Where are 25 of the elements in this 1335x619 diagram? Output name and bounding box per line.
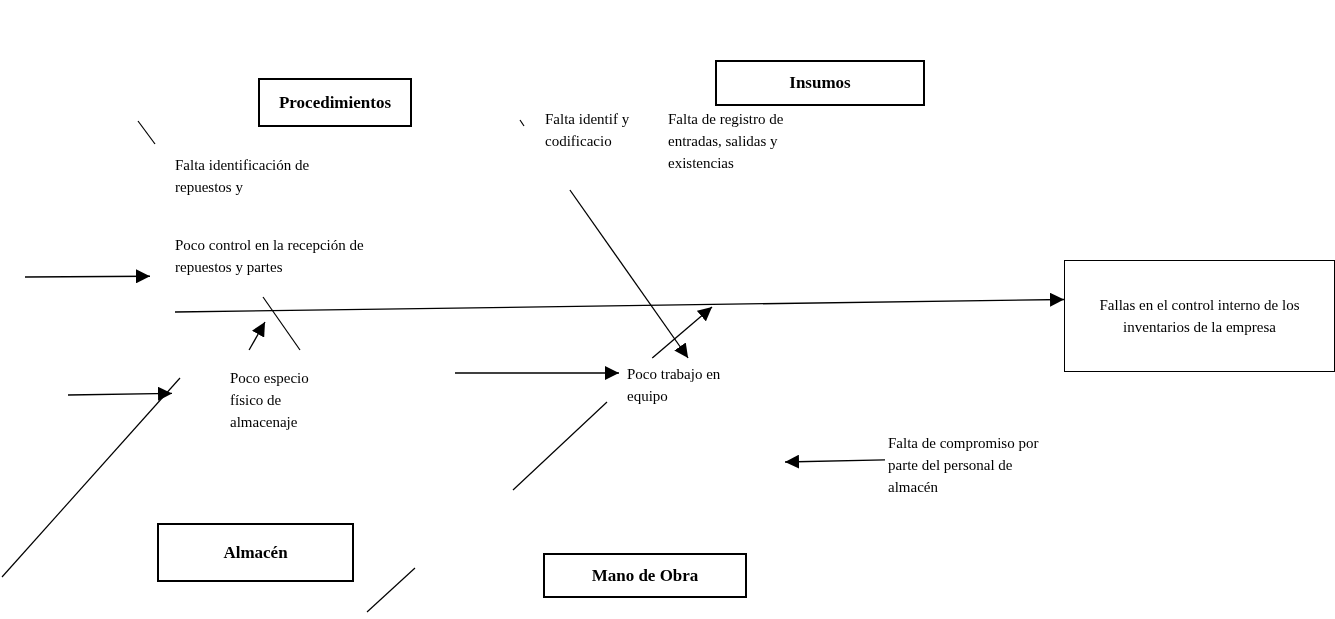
- cause-text: Falta identif y codificacio: [545, 110, 631, 151]
- category-title: Insumos: [789, 72, 851, 94]
- cause-text: Poco especio físico de almacenaje: [230, 369, 310, 432]
- cause-text: Poco trabajo en equipo: [627, 365, 722, 406]
- cause-text: Falta identificación de repuestos y: [175, 156, 311, 197]
- cause-text: Falta de registro de entradas, salidas y existencias: [668, 110, 785, 173]
- arrow: [248, 321, 266, 351]
- cause-text: Falta de compromiso por parte del personal de almacén: [888, 434, 1040, 497]
- arrow: [24, 269, 151, 284]
- category-box: [543, 553, 747, 598]
- category-title: Almacén: [223, 541, 288, 564]
- category-box: [258, 78, 412, 127]
- arrow: [651, 306, 713, 359]
- cause-text: Poco control en la recepción de repuestos y partes: [175, 236, 365, 277]
- effect-text: Fallas en el control interno de los inventarios de la empresa: [1098, 296, 1301, 337]
- arrow: [67, 386, 173, 401]
- arrow: [454, 366, 620, 380]
- arrow: [569, 189, 689, 359]
- effect-box: [1064, 260, 1335, 372]
- arrow: [174, 292, 1065, 313]
- category-box: [715, 60, 925, 106]
- category-box: [157, 523, 354, 582]
- arrow: [784, 454, 886, 469]
- category-title: Procedimientos: [278, 91, 392, 114]
- category-title: Mano de Obra: [591, 564, 699, 587]
